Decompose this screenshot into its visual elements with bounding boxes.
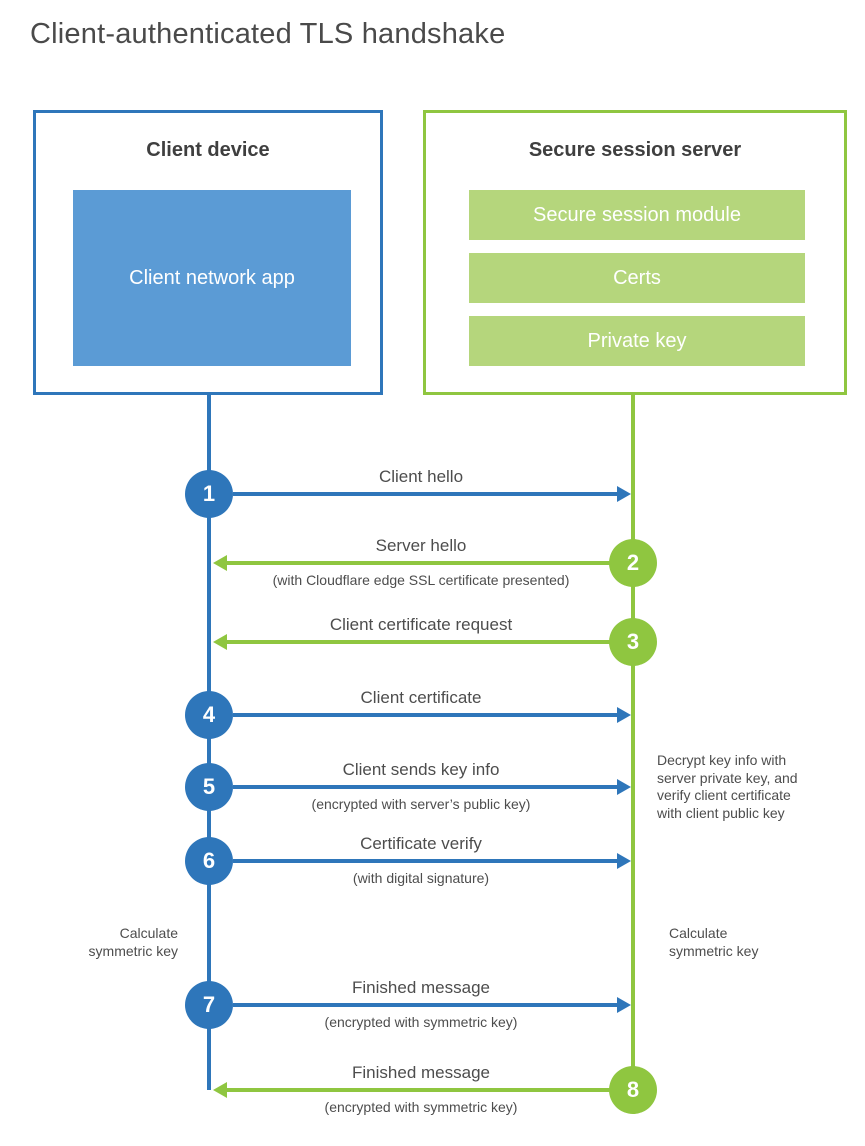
arrow-line: [227, 561, 611, 565]
page-title: Client-authenticated TLS handshake: [30, 18, 506, 50]
arrow-line: [233, 1003, 617, 1007]
arrowhead-left-icon: [213, 1082, 227, 1098]
arrow-line: [233, 713, 617, 717]
message-label: Client sends key info: [342, 760, 500, 779]
calculate-symmetric-key-left: Calculate symmetric key: [88, 925, 178, 959]
step-circle: 5: [185, 763, 233, 811]
secure-session-server-title: Secure session server: [528, 139, 742, 161]
arrow-line: [233, 492, 617, 496]
message-sublabel: (encrypted with symmetric key): [324, 1014, 518, 1030]
message-sublabel: (with Cloudflare edge SSL certificate pr…: [272, 572, 570, 588]
message-label: Finished message: [352, 978, 490, 997]
arrowhead-right-icon: [617, 779, 631, 795]
client-device-box: Client device Client network app: [33, 110, 383, 395]
secure-session-server-box: Secure session server Secure session mod…: [423, 110, 847, 395]
client-network-app-box: Client network app: [73, 190, 351, 366]
server-private-key-bar: Private key: [469, 316, 805, 366]
step-number: 4: [202, 702, 216, 727]
arrowhead-left-icon: [213, 555, 227, 571]
arrow-line: [227, 640, 611, 644]
message-label: Client certificate: [360, 688, 482, 707]
server-certs-label: Certs: [613, 266, 661, 289]
step-circle: 7: [185, 981, 233, 1029]
client-lifeline: [207, 395, 211, 1090]
arrowhead-left-icon: [213, 634, 227, 650]
client-network-app-label: Client network app: [129, 267, 295, 289]
step-number: 1: [202, 481, 216, 506]
message-label: Finished message: [352, 1063, 490, 1082]
arrowhead-right-icon: [617, 486, 631, 502]
server-certs-bar: Certs: [469, 253, 805, 303]
message-label: Client certificate request: [329, 615, 513, 634]
message-label: Client hello: [378, 467, 464, 486]
step-circle: 8: [609, 1066, 657, 1114]
server-module-label: Secure session module: [533, 203, 741, 226]
arrow-line: [233, 859, 617, 863]
arrow-line: [227, 1088, 611, 1092]
message-sublabel: (with digital signature): [352, 870, 490, 886]
step-circle: 2: [609, 539, 657, 587]
message-sublabel: (encrypted with symmetric key): [324, 1099, 518, 1115]
message-sublabel: (encrypted with server’s public key): [311, 796, 531, 812]
server-lifeline: [631, 395, 635, 1092]
message-label: Certificate verify: [360, 834, 482, 853]
step-number: 6: [202, 848, 216, 873]
arrowhead-right-icon: [617, 853, 631, 869]
step-number: 3: [626, 629, 640, 654]
server-private-key-label: Private key: [587, 329, 687, 352]
message-label: Server hello: [375, 536, 467, 555]
step-number: 7: [202, 992, 216, 1017]
step-number: 8: [626, 1077, 640, 1102]
decrypt-note: Decrypt key info with server private key…: [657, 752, 798, 821]
step-number: 2: [626, 550, 640, 575]
client-device-title: Client device: [146, 139, 270, 161]
server-module-bar: Secure session module: [469, 190, 805, 240]
step-circle: 3: [609, 618, 657, 666]
step-circle: 6: [185, 837, 233, 885]
step-number: 5: [202, 774, 216, 799]
arrowhead-right-icon: [617, 707, 631, 723]
arrow-line: [233, 785, 617, 789]
calculate-symmetric-key-right: Calculate symmetric key: [669, 925, 759, 959]
step-circle: 1: [185, 470, 233, 518]
step-circle: 4: [185, 691, 233, 739]
arrowhead-right-icon: [617, 997, 631, 1013]
